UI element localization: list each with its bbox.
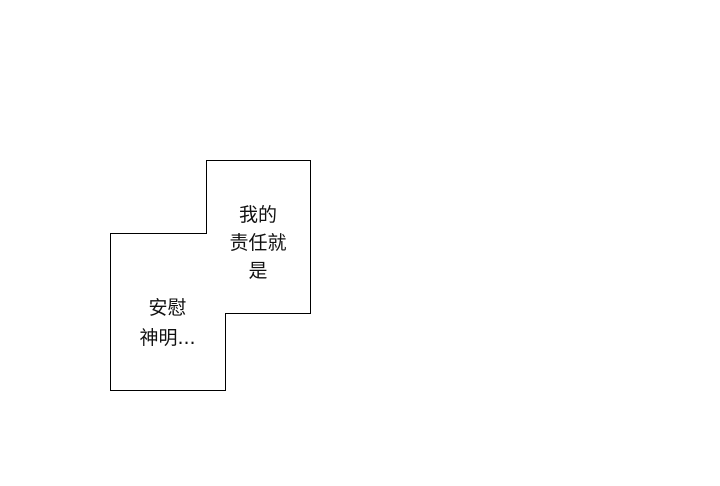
caption-line: 责任就 <box>229 232 287 254</box>
caption-right: 我的 责任就 是 <box>206 201 310 285</box>
caption-left: 安慰 神明... <box>110 293 225 353</box>
caption-line: 是 <box>248 260 268 282</box>
caption-line: 我的 <box>238 204 277 226</box>
caption-line: 安慰 <box>148 297 187 319</box>
caption-line: 神明... <box>139 327 196 349</box>
